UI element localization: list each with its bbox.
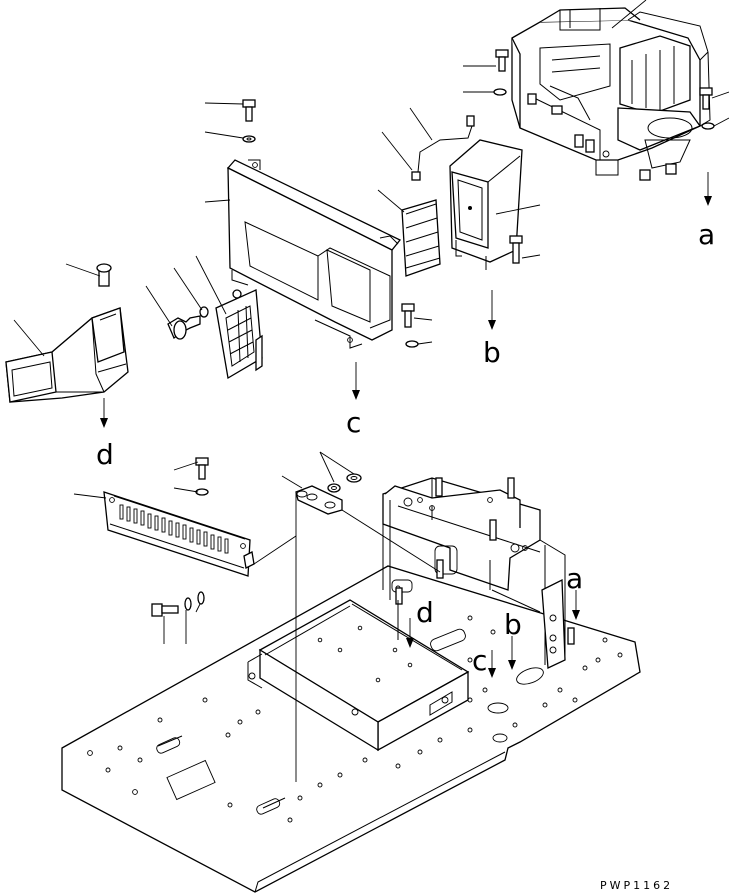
plate-holes	[87, 585, 623, 823]
bolt-6	[195, 457, 209, 480]
callout-labels: a b c d a b c d	[96, 218, 715, 677]
callout-a-bottom: a	[566, 562, 583, 595]
bolt-3	[699, 87, 713, 110]
wire-harness	[411, 115, 475, 181]
heater-blower-unit	[511, 7, 711, 181]
drawing-code: PWP1162	[600, 879, 673, 892]
duct-cover	[226, 159, 402, 349]
callout-d-top: d	[96, 438, 114, 471]
washer-2	[493, 88, 507, 96]
bolt-5	[401, 303, 415, 328]
bolts-and-washers	[151, 49, 715, 617]
leader-lines	[13, 0, 729, 782]
bolt-7	[151, 603, 179, 617]
callout-d-bottom: d	[416, 596, 434, 629]
left-duct	[5, 263, 129, 403]
slotted-panel	[103, 491, 255, 577]
console-box	[247, 599, 470, 752]
grommets	[327, 473, 362, 493]
washer-7a	[184, 597, 192, 611]
washer-5	[405, 340, 419, 348]
rear-frame	[382, 477, 575, 669]
filter-case	[449, 139, 523, 270]
washer-1	[242, 135, 256, 143]
callout-a-top: a	[698, 218, 715, 251]
vent-grille	[215, 289, 263, 380]
bolt-1	[242, 99, 256, 122]
panel-slots	[119, 504, 229, 554]
bolt-4	[509, 235, 523, 264]
callout-c-top: c	[346, 406, 361, 439]
washer-7b	[197, 591, 205, 605]
washer-3	[701, 122, 715, 130]
bolt-2	[495, 49, 509, 72]
air-filter	[401, 199, 441, 277]
flow-arrows	[100, 172, 712, 678]
callout-c-bottom: c	[472, 644, 487, 677]
callout-b-bottom: b	[504, 608, 522, 641]
callout-b-top: b	[483, 336, 501, 369]
